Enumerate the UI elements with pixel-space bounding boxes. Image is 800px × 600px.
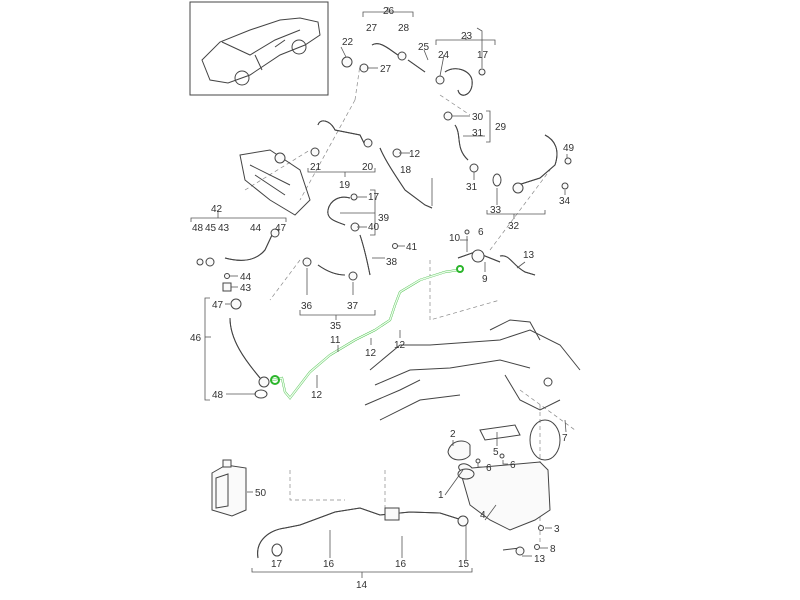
callout-13-b: 13 — [534, 554, 546, 565]
callout-16-b: 16 — [395, 559, 407, 570]
callout-6-c: 6 — [510, 460, 516, 471]
callout-16-a: 16 — [323, 559, 335, 570]
callout-44: 44 — [250, 223, 262, 234]
callout-10: 10 — [449, 233, 461, 244]
callout-39: 39 — [378, 213, 390, 224]
callout-43-b: 43 — [240, 283, 252, 294]
callout-42: 42 — [211, 204, 223, 215]
callout-43: 43 — [218, 223, 230, 234]
middle-hose-group-19 — [307, 120, 433, 209]
callout-6-b: 6 — [486, 463, 492, 474]
callout-33: 33 — [490, 205, 502, 216]
callout-24: 24 — [438, 50, 450, 61]
callout-17-top: 17 — [477, 50, 489, 61]
callout-7: 7 — [562, 433, 568, 444]
callout-47: 47 — [275, 223, 287, 234]
hose-group-39 — [327, 189, 376, 236]
callout-17-bottom: 17 — [271, 559, 283, 570]
callout-6-a: 6 — [478, 227, 484, 238]
callout-25: 25 — [418, 42, 430, 53]
callout-20: 20 — [362, 162, 374, 173]
callout-36: 36 — [301, 301, 313, 312]
callout-5: 5 — [493, 447, 499, 458]
label-leaders — [205, 27, 568, 560]
callout-3: 3 — [554, 524, 560, 535]
callout-15: 15 — [458, 559, 470, 570]
callout-41: 41 — [406, 242, 418, 253]
callout-30: 30 — [472, 112, 484, 123]
callout-labels: 26 27 28 22 27 25 23 24 17 30 31 29 31 4… — [190, 6, 575, 591]
callout-27: 27 — [366, 23, 378, 34]
callout-44-b: 44 — [240, 272, 252, 283]
callout-49: 49 — [563, 143, 575, 154]
callout-1: 1 — [438, 490, 444, 501]
upper-hose-group-26 — [341, 7, 496, 96]
callout-12-a: 12 — [409, 149, 421, 160]
callout-45: 45 — [205, 223, 217, 234]
callout-12-d: 12 — [394, 340, 406, 351]
callout-9: 9 — [482, 274, 488, 285]
callout-12-b: 12 — [311, 390, 323, 401]
callout-40: 40 — [368, 222, 380, 233]
callout-31-b: 31 — [466, 182, 478, 193]
callout-38: 38 — [386, 257, 398, 268]
engine-block — [239, 149, 311, 216]
callout-48: 48 — [192, 223, 204, 234]
hose-group-35 — [299, 234, 398, 320]
callout-8: 8 — [550, 544, 556, 555]
hose-group-42 — [190, 210, 287, 401]
callout-28: 28 — [398, 23, 410, 34]
callout-46: 46 — [190, 333, 202, 344]
callout-13-a: 13 — [523, 250, 535, 261]
callout-31: 31 — [472, 128, 484, 139]
callout-21: 21 — [310, 162, 322, 173]
callout-23: 23 — [461, 31, 473, 42]
callout-29: 29 — [495, 122, 507, 133]
callout-47-b: 47 — [212, 300, 224, 311]
callout-27-b: 27 — [380, 64, 392, 75]
callout-32: 32 — [508, 221, 520, 232]
highlighted-hose-11 — [270, 265, 464, 400]
callout-37: 37 — [347, 301, 359, 312]
callout-26: 26 — [383, 6, 395, 17]
callout-19: 19 — [339, 180, 351, 191]
callout-12-c: 12 — [365, 348, 377, 359]
callout-18: 18 — [400, 165, 412, 176]
callout-50: 50 — [255, 488, 267, 499]
coolant-bottle — [211, 459, 247, 517]
callout-14: 14 — [356, 580, 368, 591]
callout-48-b: 48 — [212, 390, 224, 401]
callout-34: 34 — [559, 196, 571, 207]
callout-17-mid: 17 — [368, 192, 380, 203]
callout-2: 2 — [450, 429, 456, 440]
valve-group-9 — [457, 229, 536, 276]
bottom-hose-14 — [251, 507, 473, 578]
callout-4: 4 — [480, 510, 486, 521]
chassis-frame — [364, 319, 581, 461]
callout-22: 22 — [342, 37, 354, 48]
callout-35: 35 — [330, 321, 342, 332]
callout-11: 11 — [330, 335, 341, 346]
expansion-tank — [447, 440, 551, 556]
vehicle-thumbnail — [189, 1, 329, 96]
right-upper-hose-group — [443, 110, 572, 219]
